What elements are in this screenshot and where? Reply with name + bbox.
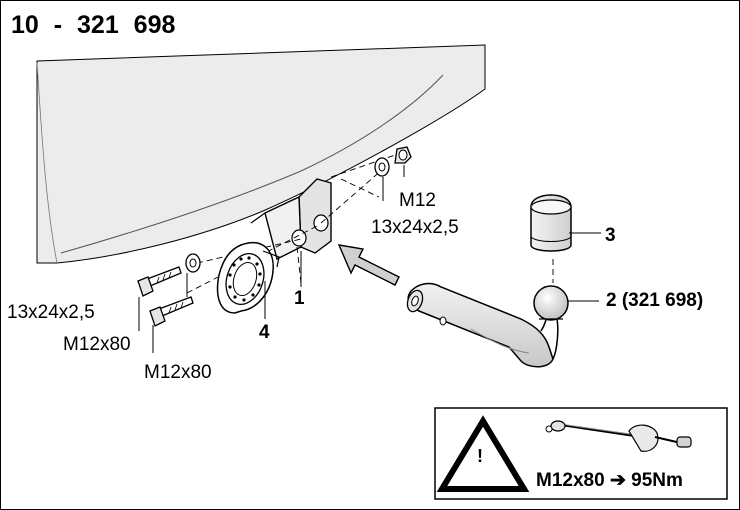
tow-ball-icon xyxy=(533,285,569,321)
socket-plate-icon xyxy=(216,242,280,314)
document-title: 10 - 321 698 xyxy=(11,11,176,39)
bolt-upper-label: M12x80 xyxy=(63,334,131,355)
notice-box xyxy=(434,407,728,500)
vehicle-underbody xyxy=(36,44,486,264)
washer-right-label: 13x24x2,5 xyxy=(371,217,459,238)
insertion-arrow-icon xyxy=(337,244,400,286)
tow-bar-arm-icon xyxy=(406,282,559,368)
mounting-bracket-icon xyxy=(250,178,332,261)
torque-spec: M12x80 ➔ 95Nm xyxy=(536,470,683,491)
torque-wrench-icon xyxy=(545,420,692,452)
washer-left-label: 13x24x2,5 xyxy=(7,302,95,323)
bolt-lower-label: M12x80 xyxy=(144,362,212,383)
washer-left-icon xyxy=(185,253,201,273)
nut-right-label: M12 xyxy=(399,190,436,211)
ball-cap-icon xyxy=(530,194,572,252)
bolt-upper-icon xyxy=(137,266,182,297)
part-2-label: 2 (321 698) xyxy=(606,290,704,311)
bolt-lower-icon xyxy=(149,296,194,327)
warning-exclamation: ! xyxy=(477,446,483,466)
part-4-label: 4 xyxy=(259,322,270,343)
warning-triangle-icon xyxy=(436,415,530,492)
part-1-label: 1 xyxy=(294,288,305,309)
part-3-label: 3 xyxy=(605,225,616,246)
leader-lines xyxy=(138,165,601,353)
washer-nut-right-icon xyxy=(374,146,412,177)
